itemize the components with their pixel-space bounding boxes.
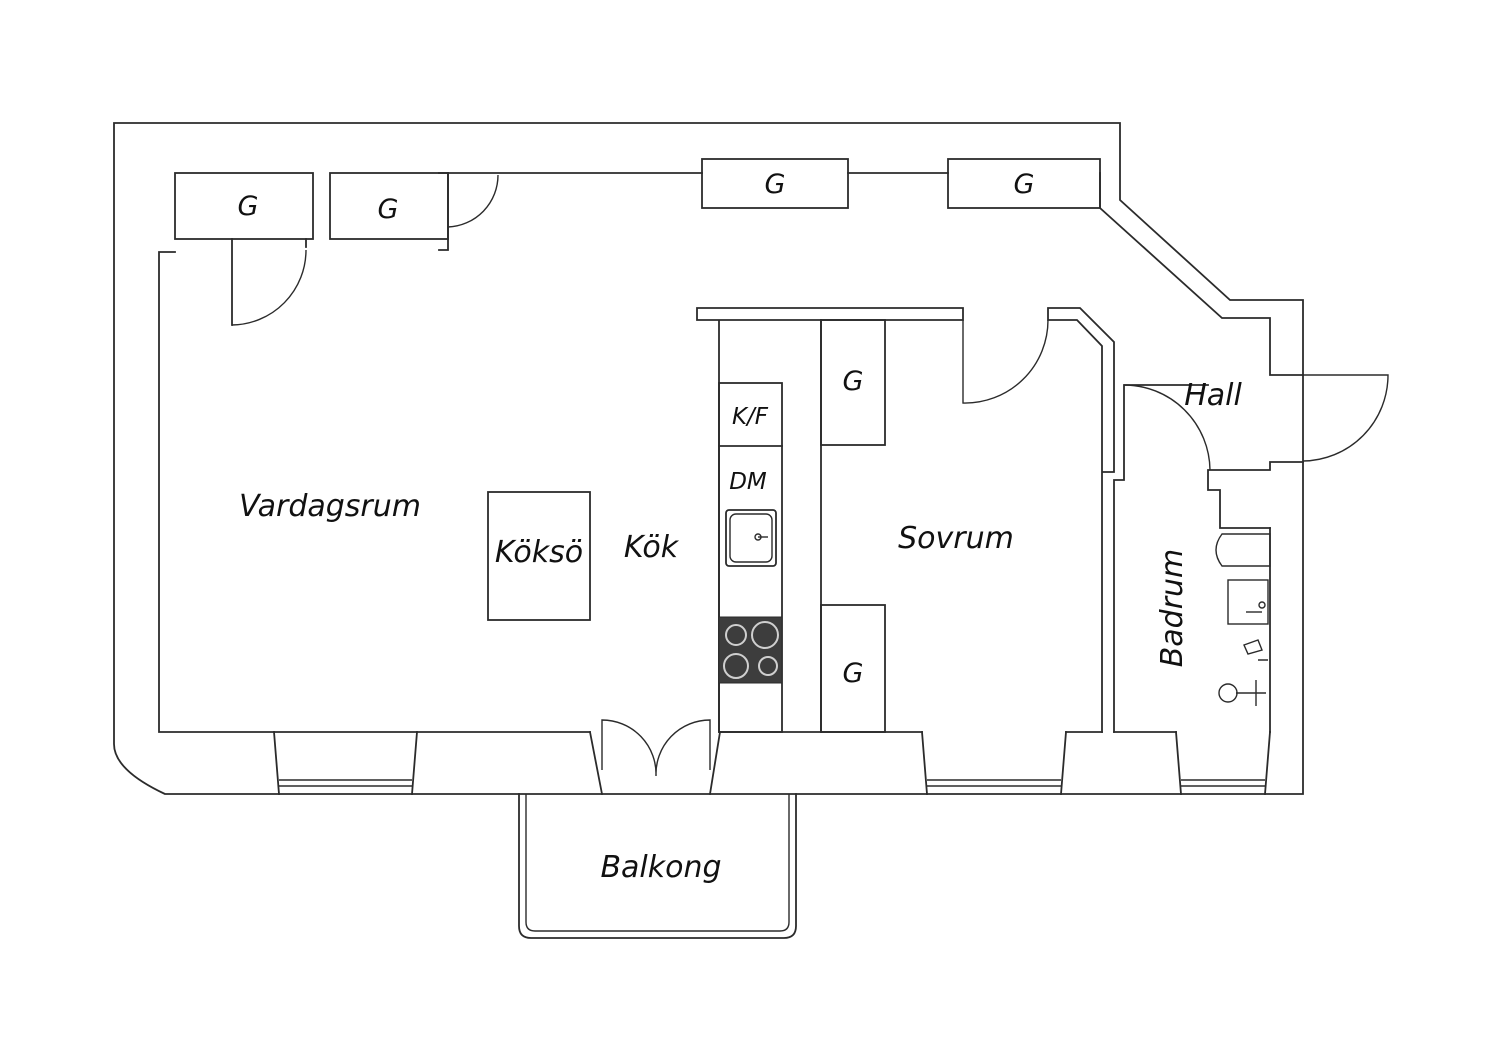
window-living-room [279,779,412,787]
door-closet-2-swing [447,174,499,228]
inner-wall-window-center-jambs [921,731,1067,795]
room-label-kitchen: Kök [624,530,680,565]
bedroom-closet-lower [820,604,886,733]
bedroom-closet-upper [820,319,886,446]
bedroom-walls [820,307,1115,733]
entrance-door-swing [1302,374,1389,462]
inner-wall-window-left-jambs [273,731,418,795]
inner-wall-top-left [158,251,591,733]
top-interior-wall [447,172,1304,376]
toilet-icon [1215,533,1271,567]
inner-wall-window-right-jambs [1175,731,1271,795]
closet-label-1: G [238,191,259,222]
balcony-door-swing [601,719,711,777]
bathroom-door-swing [1123,384,1211,471]
balcony-outline [518,793,797,939]
room-label-bathroom: Badrum [1155,549,1190,668]
stove-burner-1 [725,624,747,646]
stove-burner-2 [751,621,779,649]
closet-top-1 [174,172,314,240]
shower-icon [1243,639,1268,661]
window-bathroom [1181,779,1265,787]
closet-top-3 [701,158,849,209]
kitchen-island [487,491,591,621]
room-label-balcony: Balkong [600,850,721,885]
balcony-door-jambs [588,730,722,796]
stove-burner-3 [723,653,749,679]
room-label-kitchen-island: Köksö [495,535,583,570]
closet-label-5: G [843,366,864,397]
fridge-freezer-label: K/F [732,404,769,430]
room-label-hall: Hall [1184,378,1242,413]
closet-label-4: G [1014,169,1035,200]
window-bedroom [927,779,1061,787]
closet-label-3: G [765,169,786,200]
bathtub-drain-icon [1218,683,1238,703]
door-closet-1-swing [231,249,307,326]
closet-label-2: G [378,194,399,225]
kitchen-sink [725,509,777,567]
kitchen-counter [718,382,783,733]
kitchen-sink-basin [729,513,773,563]
room-label-bedroom: Sovrum [898,521,1014,556]
room-label-living-room: Vardagsrum [239,489,421,524]
hall-entry-wall [1207,461,1304,529]
outer-wall-outline [113,122,1304,795]
closet-label-6: G [843,658,864,689]
closet-1-side-wall [231,238,307,326]
closet-2-side-wall [438,172,449,251]
balcony-inner [525,794,790,932]
bathroom-walls [1113,384,1209,733]
bathroom-sink-icon [1227,579,1269,625]
closet-top-4 [947,158,1101,209]
bedroom-door-swing [962,319,1049,404]
stove-burner-4 [758,656,778,676]
dishwasher-label: DM [729,469,767,495]
